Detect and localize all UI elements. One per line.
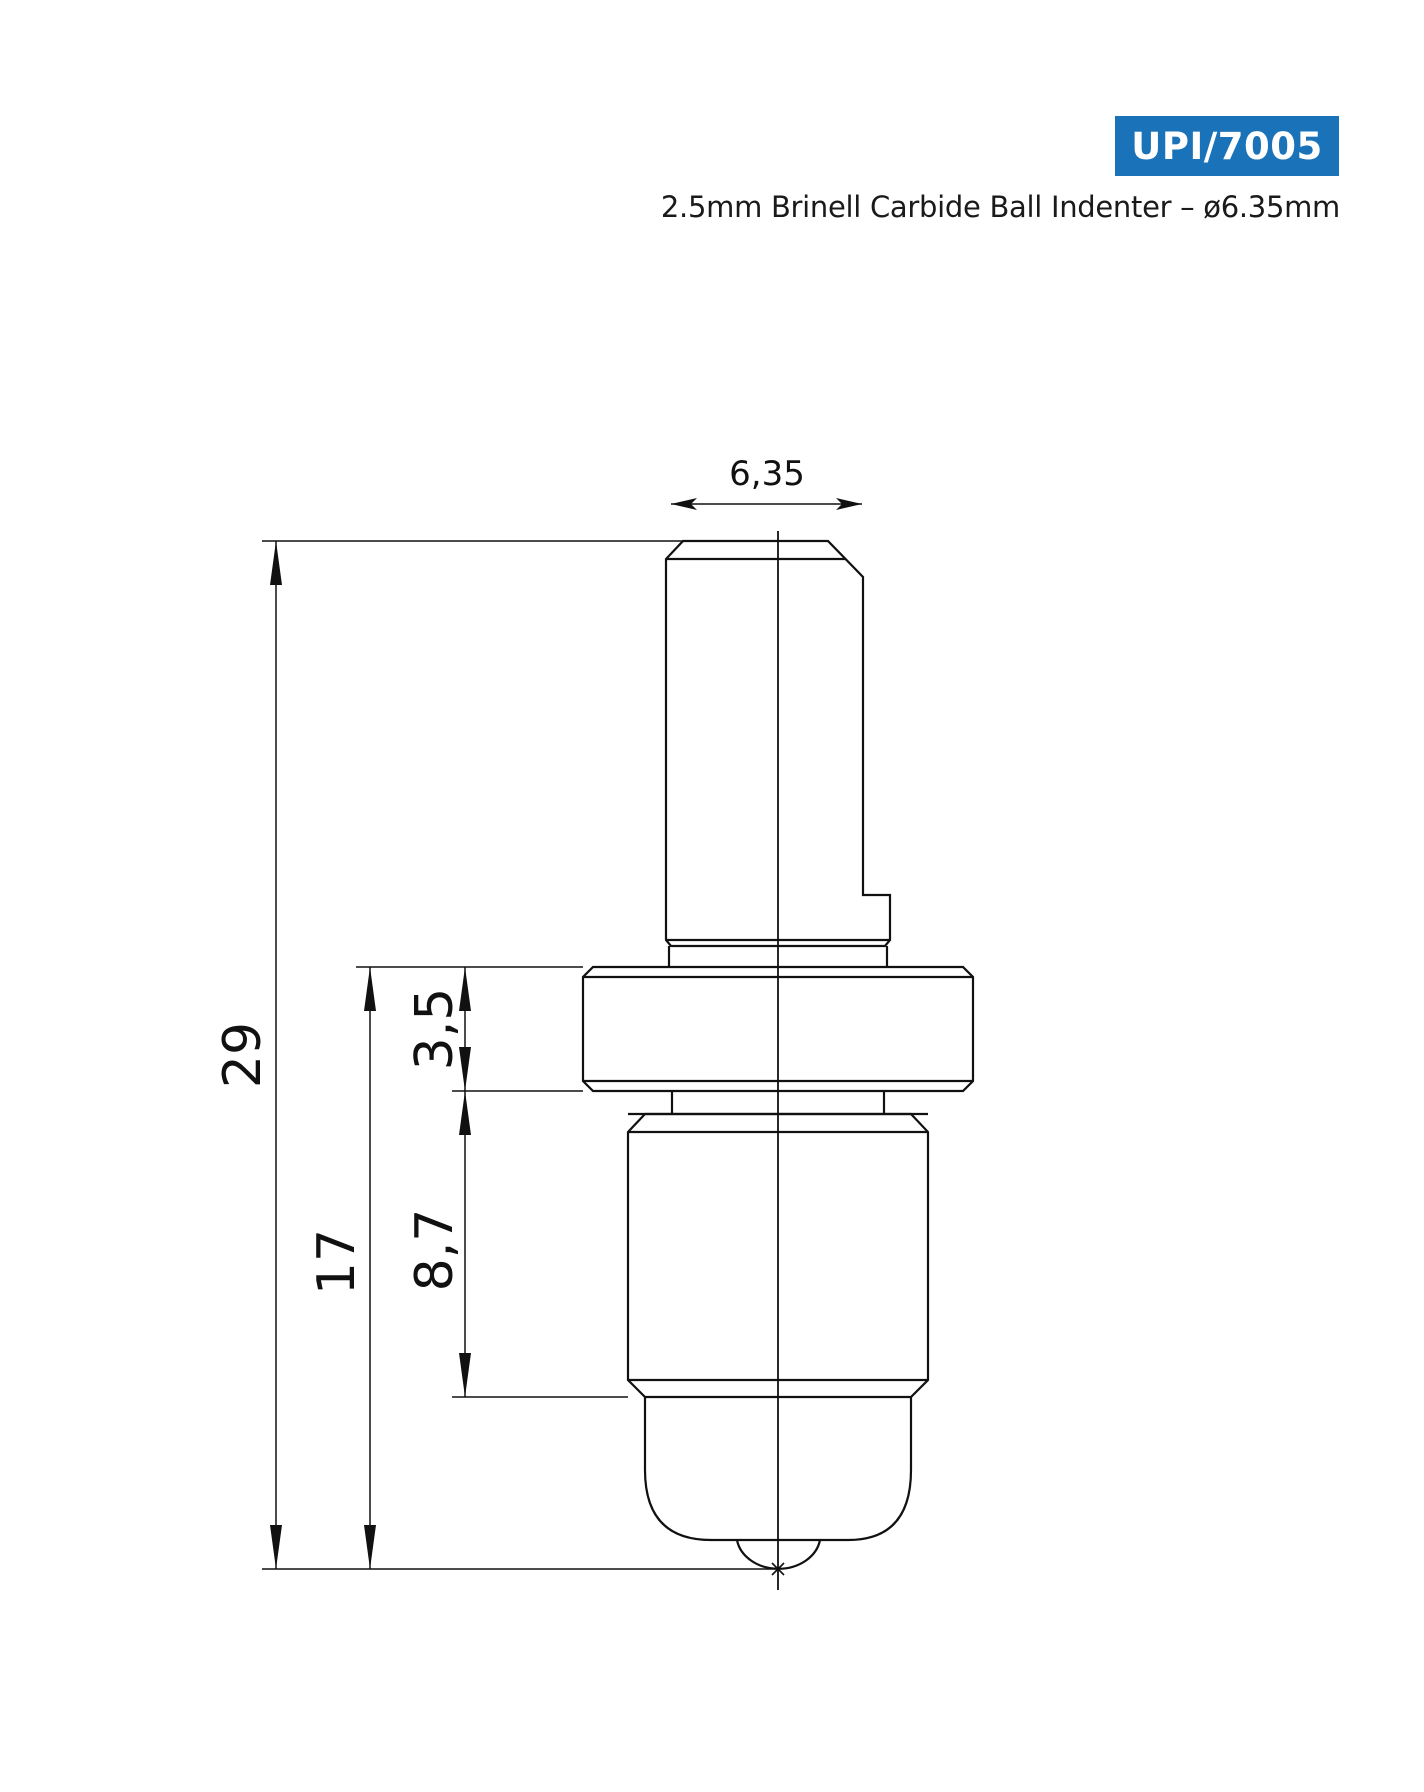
upper-neck xyxy=(667,946,889,967)
dimension-label-overall-length: 29 xyxy=(213,1022,273,1088)
product-code-badge: UPI/7005 xyxy=(1115,116,1339,176)
dimension-label-collar-thickness: 3,5 xyxy=(405,988,465,1071)
dimension-label-shank-diameter: 6,35 xyxy=(729,454,805,494)
extension-lines xyxy=(262,540,778,1570)
collar xyxy=(581,965,975,1093)
dimension-label-body-length: 8,7 xyxy=(405,1209,465,1292)
tip-holder xyxy=(643,1397,913,1542)
dimension-label-collar-to-tip: 17 xyxy=(307,1229,367,1295)
product-title: 2.5mm Brinell Carbide Ball Indenter – ø6… xyxy=(660,190,1340,224)
shank xyxy=(664,539,892,948)
